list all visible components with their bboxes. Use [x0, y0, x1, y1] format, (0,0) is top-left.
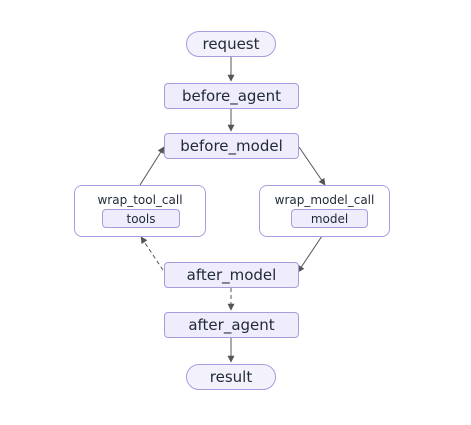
- node-after-model: after_model: [164, 262, 299, 288]
- node-model: model: [291, 209, 368, 228]
- node-result: result: [186, 364, 276, 390]
- node-after-agent: after_agent: [164, 312, 299, 338]
- group-wrap-model-call: wrap_model_call model: [259, 185, 390, 237]
- node-before-model: before_model: [164, 133, 299, 159]
- edge-wrap-tool-call-before-model: [139, 146, 165, 186]
- group-wrap-model-call-title: wrap_model_call: [274, 193, 375, 207]
- node-tools: tools: [102, 209, 180, 228]
- node-before-agent: before_agent: [164, 83, 299, 109]
- edge-before-model-wrap-model-call: [298, 146, 326, 186]
- edge-after-model-wrap-tool-call: [140, 236, 164, 271]
- group-wrap-tool-call-title: wrap_tool_call: [97, 193, 183, 207]
- node-request: request: [186, 31, 276, 57]
- edge-wrap-model-call-after-model: [297, 235, 323, 273]
- group-wrap-tool-call: wrap_tool_call tools: [74, 185, 206, 237]
